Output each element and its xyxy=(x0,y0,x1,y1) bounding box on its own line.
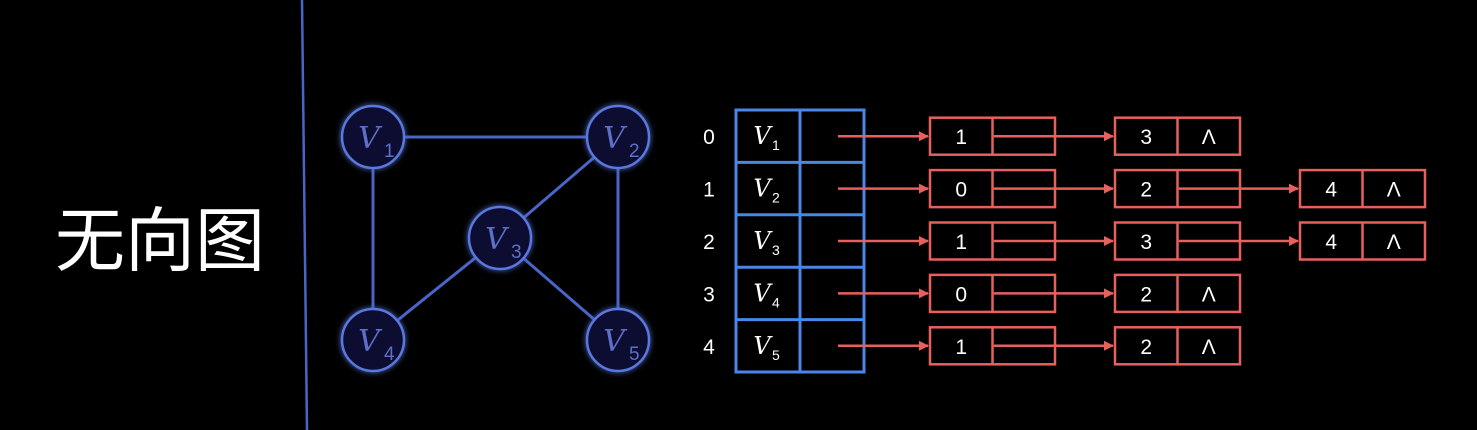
vertex-cell-subscript: 4 xyxy=(772,294,780,310)
graph-edge-V2-V3 xyxy=(522,156,596,219)
graph-edge-V3-V5 xyxy=(522,257,596,321)
row-index: 1 xyxy=(703,179,715,202)
list-node-value: 3 xyxy=(1140,126,1152,149)
row-index: 4 xyxy=(703,336,715,359)
list-node-value: 4 xyxy=(1325,231,1337,254)
node-label: V xyxy=(603,324,628,359)
list-node-value: 3 xyxy=(1140,231,1152,254)
vertex-cell-label: V xyxy=(753,332,773,360)
null-pointer-symbol: Λ xyxy=(1387,231,1401,254)
vertex-cell-subscript: 5 xyxy=(772,347,780,363)
node-subscript: 5 xyxy=(629,344,640,365)
node-label: V xyxy=(485,222,510,257)
node-subscript: 4 xyxy=(384,344,395,365)
node-label: V xyxy=(603,121,628,156)
node-subscript: 1 xyxy=(384,141,395,162)
list-node-value: 1 xyxy=(955,336,967,359)
graph-edge-V3-V4 xyxy=(396,256,477,322)
node-subscript: 3 xyxy=(511,242,522,263)
null-pointer-symbol: Λ xyxy=(1202,336,1216,359)
row-index: 2 xyxy=(703,231,715,254)
list-node-value: 1 xyxy=(955,126,967,149)
row-index: 0 xyxy=(703,126,715,149)
list-node-value: 2 xyxy=(1140,179,1152,202)
vertex-cell-label: V xyxy=(753,175,773,203)
divider-line xyxy=(300,0,309,430)
null-pointer-symbol: Λ xyxy=(1387,179,1401,202)
vertex-cell-subscript: 3 xyxy=(772,242,780,258)
row-index: 3 xyxy=(703,283,715,306)
list-node-value: 2 xyxy=(1140,336,1152,359)
null-pointer-symbol: Λ xyxy=(1202,283,1216,306)
vertex-cell-subscript: 1 xyxy=(772,137,780,153)
page-title: 无向图 xyxy=(55,200,265,282)
vertex-cell-subscript: 2 xyxy=(772,190,780,206)
node-subscript: 2 xyxy=(629,141,640,162)
list-node-value: 1 xyxy=(955,231,967,254)
list-node-value: 4 xyxy=(1325,179,1337,202)
node-label: V xyxy=(358,121,383,156)
list-node-value: 0 xyxy=(955,283,967,306)
node-label: V xyxy=(358,324,383,359)
list-node-value: 2 xyxy=(1140,283,1152,306)
vertex-cell-label: V xyxy=(753,227,773,255)
null-pointer-symbol: Λ xyxy=(1202,126,1216,149)
vertex-cell-label: V xyxy=(753,122,773,150)
vertex-cell-label: V xyxy=(753,279,773,307)
list-node-value: 0 xyxy=(955,179,967,202)
